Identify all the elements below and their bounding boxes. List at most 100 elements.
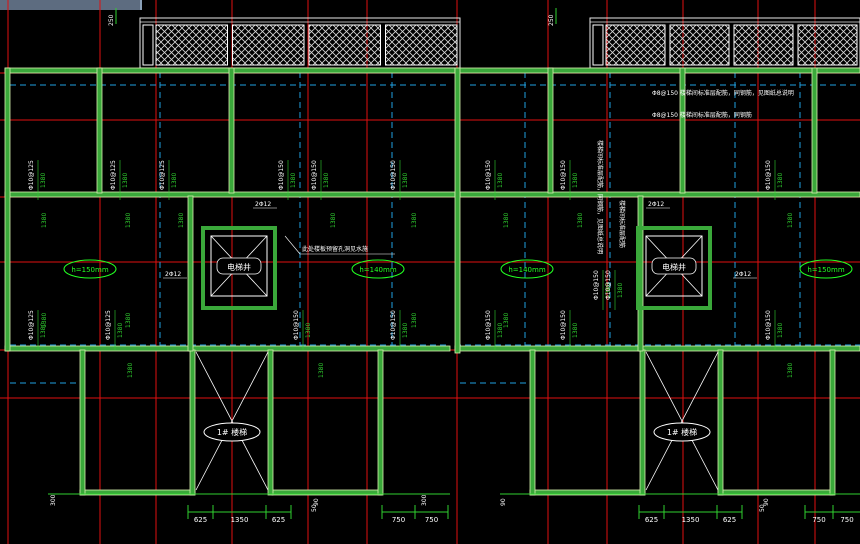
rebar-length: 1380 bbox=[402, 173, 409, 188]
dim-bottom-left-value: 625 bbox=[272, 516, 285, 524]
rebar-length: 1380 bbox=[572, 173, 579, 188]
slab-ellipse bbox=[63, 259, 117, 279]
rebar-length: 1380 bbox=[122, 173, 129, 188]
elevator-label: 电梯井 bbox=[662, 262, 686, 272]
vertical-note: 楼梯间标准层配筋，同钢筋，见图纸总说明 bbox=[596, 140, 604, 254]
rebar-spec: Φ10@150 bbox=[765, 160, 772, 190]
rebar-length: 1380 bbox=[40, 173, 47, 188]
dim-bottom-mid-value: 625 bbox=[723, 516, 736, 524]
rebar-length: 1380 bbox=[497, 323, 504, 338]
balcony-panel bbox=[232, 24, 305, 66]
dim-bottom-mid-left-value: 750 bbox=[392, 516, 405, 524]
dim-bottom-left-value: 625 bbox=[194, 516, 207, 524]
stair-label-ellipse bbox=[203, 422, 261, 442]
stair-label-ellipse bbox=[653, 422, 711, 442]
window-title-bar bbox=[0, 0, 142, 10]
rebar-length: 1380 bbox=[605, 283, 612, 298]
rebar-spec: Φ10@150 bbox=[593, 270, 600, 300]
rebar-length-lower: 1380 bbox=[125, 313, 132, 328]
stair-label: 1# 楼梯 bbox=[667, 427, 697, 437]
wall-segment bbox=[529, 349, 536, 496]
dim-small: 50 bbox=[311, 504, 318, 512]
rebar-spec: Φ10@125 bbox=[110, 160, 117, 190]
wall-segment bbox=[189, 349, 196, 496]
rebar-length: 1380 bbox=[290, 173, 297, 188]
rebar-length-lower: 1380 bbox=[411, 313, 418, 328]
wall-segment bbox=[459, 191, 860, 198]
wall-segment bbox=[679, 67, 686, 194]
note-leader bbox=[284, 235, 301, 255]
elevation-label: 250 bbox=[548, 14, 555, 26]
balcony-panel bbox=[605, 24, 666, 66]
slab-label: h=140mm bbox=[359, 266, 396, 274]
rebar-length-lower: 1380 bbox=[41, 313, 48, 328]
wall-segment bbox=[377, 349, 384, 496]
wall-segment bbox=[547, 67, 554, 194]
balcony-panel bbox=[669, 24, 730, 66]
rebar-length-lower: 1380 bbox=[503, 213, 510, 228]
dim-small: 90 bbox=[500, 498, 507, 506]
dim-small: 300 bbox=[421, 494, 428, 506]
slab-label: h=140mm bbox=[508, 266, 545, 274]
elevation-label: 250 bbox=[108, 14, 115, 26]
dim-small: 90 bbox=[763, 498, 770, 506]
rebar-length-lower: 1380 bbox=[330, 213, 337, 228]
rebar-spec: Φ10@150 bbox=[293, 310, 300, 340]
rebar-length: 1380 bbox=[171, 173, 178, 188]
rebar-spec: Φ10@150 bbox=[311, 160, 318, 190]
wall-segment bbox=[829, 349, 836, 496]
wall-segment bbox=[267, 349, 274, 496]
wall-segment bbox=[228, 67, 235, 194]
rebar-spec: Φ10@150 bbox=[278, 160, 285, 190]
balcony-railings bbox=[139, 17, 860, 69]
hole-note: 此处楼板预留孔洞见水施 bbox=[302, 245, 368, 253]
rebar-length-lower: 1380 bbox=[787, 363, 794, 378]
dim-small: 90 bbox=[313, 498, 320, 506]
rebar-length-lower: 1380 bbox=[411, 213, 418, 228]
elevator-label-box bbox=[651, 257, 697, 275]
rebar-length: 1380 bbox=[777, 323, 784, 338]
elevator-label-box bbox=[216, 257, 262, 275]
walls bbox=[4, 67, 860, 496]
elevator-wall bbox=[201, 226, 277, 310]
rebar-length-lower: 1380 bbox=[787, 213, 794, 228]
elevator-wall bbox=[636, 226, 712, 310]
rebar-length: 1380 bbox=[402, 323, 409, 338]
balcony-panel bbox=[308, 24, 381, 66]
stair-label: 1# 楼梯 bbox=[217, 427, 247, 437]
beam-label: 2Φ12 bbox=[165, 271, 181, 278]
balcony-panel bbox=[385, 24, 458, 66]
rebar-length: 1380 bbox=[617, 283, 624, 298]
beam-label: 2Φ12 bbox=[255, 201, 271, 208]
rebar-length: 1380 bbox=[777, 173, 784, 188]
balcony-panel bbox=[733, 24, 794, 66]
rebar-length-lower: 1380 bbox=[41, 213, 48, 228]
balcony-end bbox=[592, 24, 604, 66]
rebar-length: 1380 bbox=[117, 323, 124, 338]
dim-bottom-mid-value: 625 bbox=[645, 516, 658, 524]
stair-diagonal bbox=[195, 351, 269, 491]
dim-bottom-right-value: 750 bbox=[812, 516, 825, 524]
wall-segment bbox=[79, 349, 86, 496]
rebar-spec: Φ10@150 bbox=[485, 160, 492, 190]
rebar-length-lower: 1380 bbox=[503, 313, 510, 328]
wall-segment bbox=[4, 67, 11, 352]
rebar-length-lower: 1380 bbox=[318, 363, 325, 378]
balcony-end bbox=[142, 24, 154, 66]
note-right: Φ8@150 楼梯间标准层配筋，同钢筋，见图纸总说明 bbox=[652, 89, 794, 97]
dim-bottom-right-value: 750 bbox=[840, 516, 853, 524]
rebar-spec: Φ10@125 bbox=[105, 310, 112, 340]
vertical-note: 楼梯间标准层配筋 bbox=[618, 200, 626, 248]
dim-bottom-left-value: 1350 bbox=[231, 516, 249, 524]
slab-ellipse bbox=[351, 259, 405, 279]
balcony-panel bbox=[797, 24, 858, 66]
rebar-length-lower: 1380 bbox=[127, 363, 134, 378]
dim-bottom-mid-value: 1350 bbox=[682, 516, 700, 524]
rebar-spec: Φ10@150 bbox=[765, 310, 772, 340]
rebar-length-lower: 1380 bbox=[577, 213, 584, 228]
elevator-car bbox=[645, 235, 703, 297]
rebar-spec: Φ10@125 bbox=[28, 310, 35, 340]
